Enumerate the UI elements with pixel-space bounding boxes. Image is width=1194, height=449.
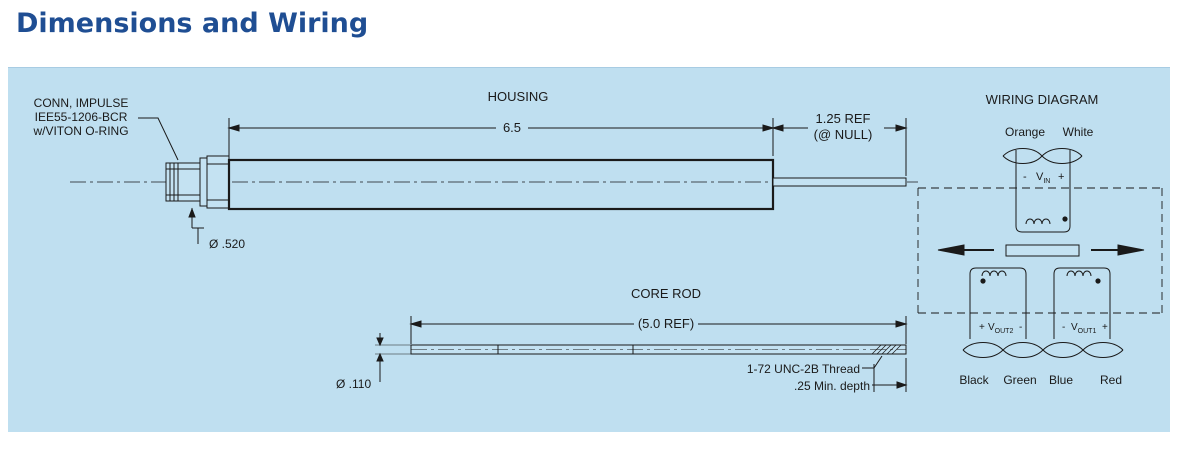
- drawing-panel: HOUSING CONN, IMPULSE IEE55-1206-BCR w/V…: [8, 67, 1170, 432]
- vout1-symbol: VOUT1: [1071, 322, 1096, 335]
- thread-hatch: [871, 344, 902, 355]
- vout1-minus: -: [1062, 322, 1065, 333]
- ref-length-dimension: 1.25 REF (@ NULL): [771, 111, 908, 176]
- wire-black-label: Black: [959, 373, 989, 387]
- core-rod-diameter-value: Ø .110: [336, 377, 371, 391]
- housing-label: HOUSING: [488, 89, 549, 104]
- connector-label-line-3: w/VITON O-RING: [32, 124, 128, 138]
- wire-blue-label: Blue: [1049, 373, 1073, 387]
- coil-enclosure: [917, 187, 1163, 314]
- housing-diameter-value: Ø .520: [209, 237, 245, 251]
- connector-label-line-2: IEE55-1206-BCR: [35, 110, 128, 124]
- primary-coil: - VIN +: [1002, 148, 1083, 233]
- wiring-title: WIRING DIAGRAM: [986, 92, 1099, 107]
- secondary-coil-2: + VOUT2 -: [962, 267, 1044, 358]
- vin-minus: -: [1023, 171, 1027, 183]
- ref-length-line-1: 1.25 REF: [816, 111, 871, 126]
- ref-length-line-2: (@ NULL): [814, 127, 873, 142]
- housing-diameter-dimension: Ø .520: [188, 207, 245, 251]
- core-rod-length-value: (5.0 REF): [638, 316, 694, 331]
- core-rod-diameter-dimension: Ø .110: [336, 333, 411, 391]
- wire-red-label: Red: [1100, 373, 1122, 387]
- thread-callout: 1-72 UNC-2B Thread .25 Min. depth: [747, 355, 908, 393]
- wire-orange-label: Orange: [1005, 125, 1045, 139]
- vout2-plus: +: [979, 322, 985, 333]
- vout2-minus: -: [1019, 322, 1022, 333]
- vout1-plus: +: [1102, 322, 1108, 333]
- wire-white-label: White: [1063, 125, 1094, 139]
- thread-note-line-1: 1-72 UNC-2B Thread: [747, 362, 860, 376]
- rod-extension: [772, 177, 907, 187]
- housing-body: [227, 158, 775, 211]
- connector-label-line-1: CONN, IMPULSE: [34, 96, 129, 110]
- core-rod-length-dimension: (5.0 REF): [409, 316, 908, 344]
- vout2-symbol: VOUT2: [988, 322, 1013, 335]
- wire-green-label: Green: [1003, 373, 1036, 387]
- vin-symbol: VIN: [1036, 171, 1050, 185]
- housing-length-dimension: 6.5: [227, 118, 775, 156]
- thread-note-line-2: .25 Min. depth: [794, 379, 870, 393]
- core-rod-label: CORE ROD: [631, 286, 701, 301]
- housing-length-value: 6.5: [503, 120, 521, 135]
- technical-drawing: HOUSING CONN, IMPULSE IEE55-1206-BCR w/V…: [32, 89, 1163, 393]
- vin-plus: +: [1058, 171, 1064, 183]
- connector-body: [165, 155, 230, 209]
- page-title: Dimensions and Wiring: [16, 8, 369, 39]
- connector-callout: CONN, IMPULSE IEE55-1206-BCR w/VITON O-R…: [32, 96, 179, 161]
- secondary-coil-1: - VOUT1 +: [1042, 267, 1124, 358]
- core-motion: [937, 244, 1145, 257]
